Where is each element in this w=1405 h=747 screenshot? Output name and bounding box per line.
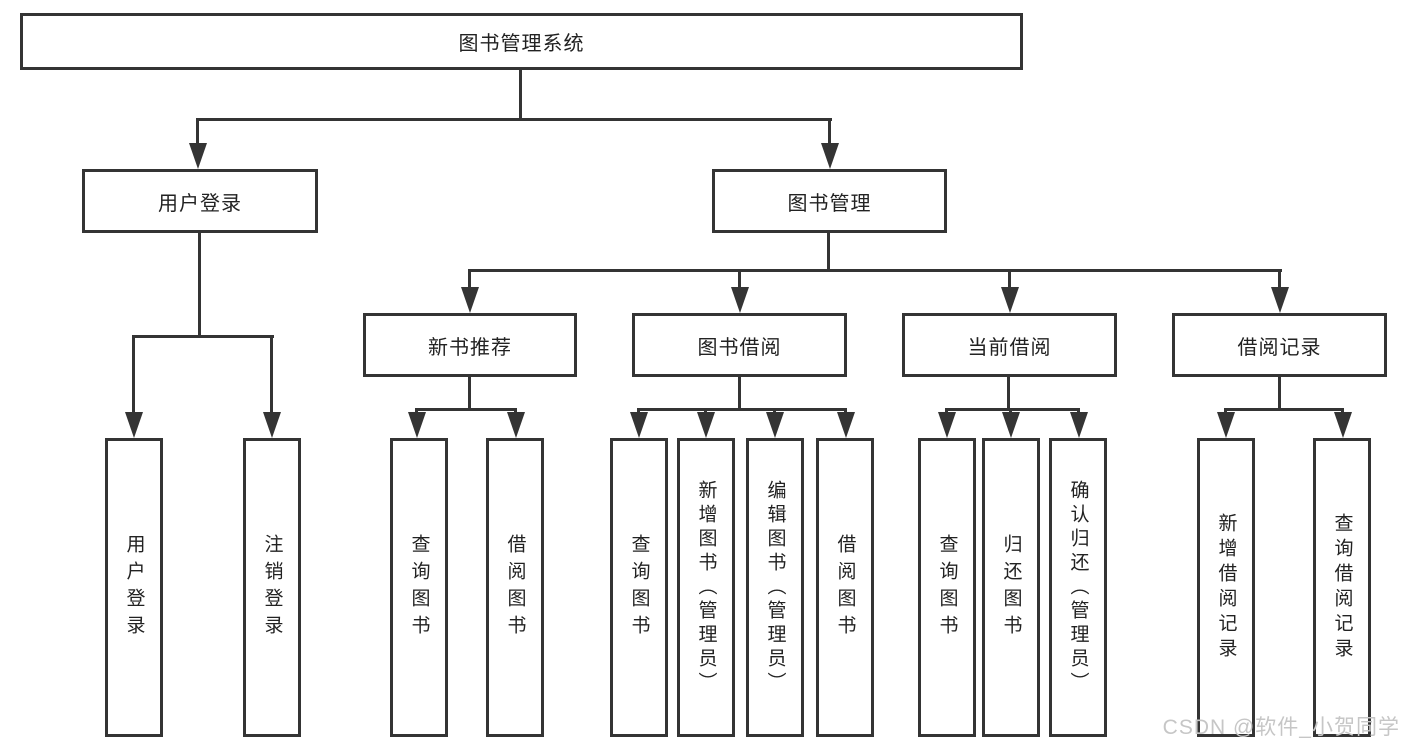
arrowhead-leaf-add-record <box>1217 412 1235 438</box>
connector-user-login-rail <box>132 335 274 338</box>
leaf-borrow-books-2: 借阅图书 <box>816 438 874 737</box>
connector-user-login-stub <box>198 233 201 335</box>
arrowhead-leaf-query-record <box>1334 412 1352 438</box>
leaf-add-borrow-record: 新增借阅记录 <box>1197 438 1255 737</box>
arrowhead-new-book <box>461 287 479 313</box>
node-user-login: 用户登录 <box>82 169 318 233</box>
leaf-edit-book-admin: 编辑图书（管理员） <box>746 438 804 737</box>
leaf-confirm-return-admin: 确认归还（管理员） <box>1049 438 1107 737</box>
leaf-borrow-books-1: 借阅图书 <box>486 438 544 737</box>
node-current-borrow: 当前借阅 <box>902 313 1117 377</box>
node-book-management: 图书管理 <box>712 169 947 233</box>
arrowhead-user-login <box>189 143 207 169</box>
connector-to-leaf-logout <box>270 335 273 415</box>
connector-level3-rail <box>468 269 1282 272</box>
leaf-return-book: 归还图书 <box>982 438 1040 737</box>
arrowhead-leaf-borrow1 <box>507 412 525 438</box>
arrowhead-book-management <box>821 143 839 169</box>
node-book-borrow: 图书借阅 <box>632 313 847 377</box>
arrowhead-book-borrow <box>731 287 749 313</box>
arrowhead-borrow-records <box>1271 287 1289 313</box>
connector-to-book-management <box>828 118 831 148</box>
leaf-user-login: 用户登录 <box>105 438 163 737</box>
connector-new-book-rail <box>415 408 517 411</box>
connector-level2-rail <box>196 118 832 121</box>
node-new-book-recommend: 新书推荐 <box>363 313 577 377</box>
leaf-query-books-3: 查询图书 <box>918 438 976 737</box>
connector-book-management-stub <box>827 233 830 272</box>
arrowhead-leaf-add-book <box>697 412 715 438</box>
arrowhead-current-borrow <box>1001 287 1019 313</box>
connector-to-user-login <box>196 118 199 148</box>
connector-current-borrow-stub <box>1007 377 1010 411</box>
connector-to-current-borrow <box>1008 269 1011 291</box>
node-root: 图书管理系统 <box>20 13 1023 70</box>
arrowhead-leaf-borrow2 <box>837 412 855 438</box>
connector-to-borrow-records <box>1278 269 1281 291</box>
leaf-query-books-1: 查询图书 <box>390 438 448 737</box>
arrowhead-leaf-return-book <box>1002 412 1020 438</box>
arrowhead-leaf-query2 <box>630 412 648 438</box>
leaf-query-borrow-record: 查询借阅记录 <box>1313 438 1371 737</box>
arrowhead-leaf-logout <box>263 412 281 438</box>
connector-to-leaf-user-login <box>132 335 135 415</box>
connector-to-new-book <box>468 269 471 291</box>
connector-book-borrow-rail <box>637 408 847 411</box>
leaf-query-books-2: 查询图书 <box>610 438 668 737</box>
node-borrow-records: 借阅记录 <box>1172 313 1387 377</box>
arrowhead-leaf-confirm-return <box>1070 412 1088 438</box>
connector-root-stub <box>519 70 522 120</box>
connector-borrow-records-rail <box>1224 408 1344 411</box>
connector-borrow-records-stub <box>1278 377 1281 411</box>
watermark: CSDN @软件_小贺同学 <box>1162 716 1400 739</box>
arrowhead-leaf-query3 <box>938 412 956 438</box>
connector-to-book-borrow <box>738 269 741 291</box>
arrowhead-leaf-query1 <box>408 412 426 438</box>
arrowhead-leaf-edit-book <box>766 412 784 438</box>
leaf-logout: 注销登录 <box>243 438 301 737</box>
connector-new-book-stub <box>468 377 471 411</box>
leaf-add-book-admin: 新增图书（管理员） <box>677 438 735 737</box>
connector-current-borrow-rail <box>945 408 1080 411</box>
arrowhead-leaf-user-login <box>125 412 143 438</box>
connector-book-borrow-stub <box>738 377 741 411</box>
